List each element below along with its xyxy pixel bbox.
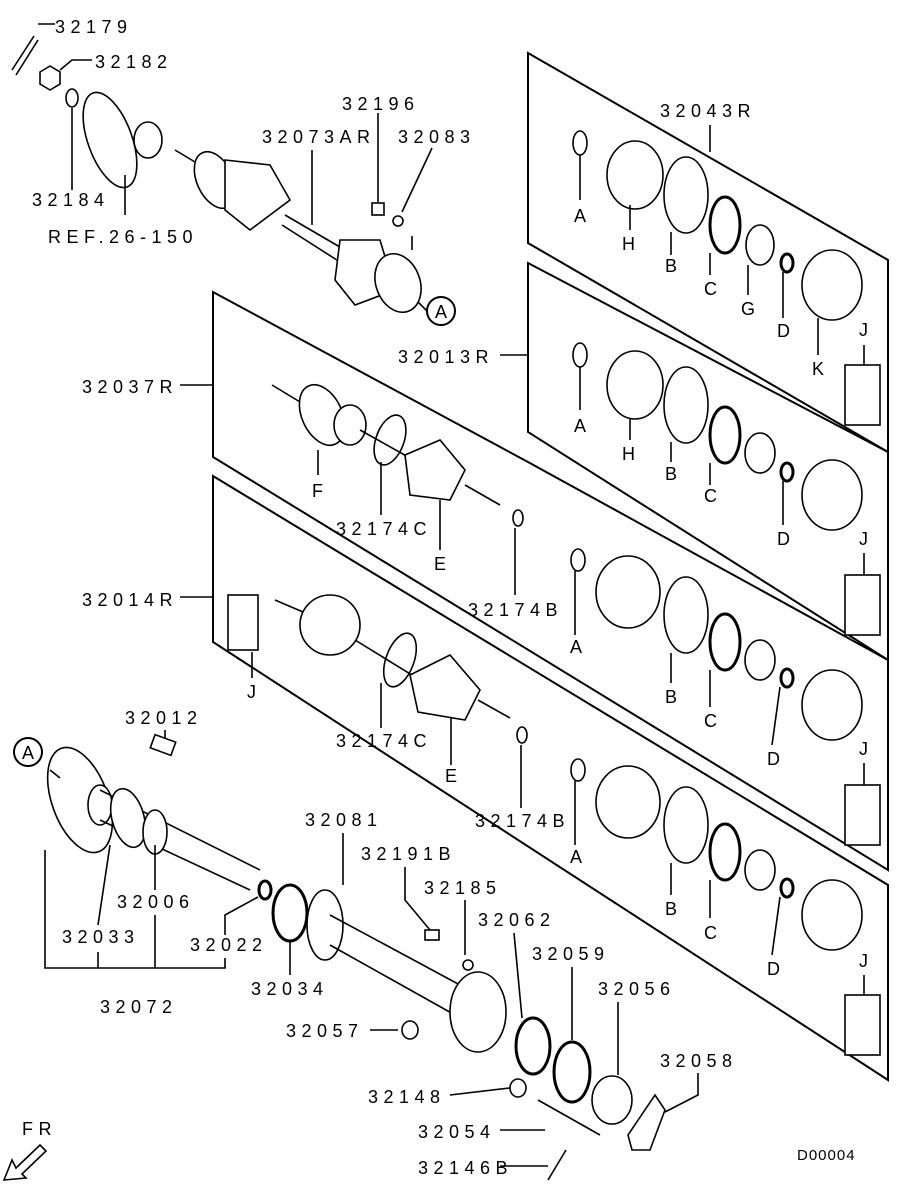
label-A: A [574,416,586,436]
label-circle-a: A [22,743,34,763]
label-G: G [741,299,755,319]
label-32058: 32058 [660,1051,738,1071]
label-B: B [665,899,677,919]
label-E: E [434,554,446,574]
label-32062: 32062 [478,910,556,930]
drive-shaft-32073AR [11,35,422,313]
label-32014R: 32014R [82,590,178,610]
label-32191B: 32191B [361,844,456,864]
label-C: C [704,923,717,943]
label-32072: 32072 [100,997,178,1017]
label-D: D [777,321,790,341]
label-circle-a: A [435,302,447,322]
label-32037R: 32037R [82,377,178,397]
label-A: A [570,847,582,867]
label-32174C: 32174C [336,519,432,539]
reference-circle-a-top [426,296,456,326]
leader-lines [38,23,865,1167]
label-32196: 32196 [342,94,420,114]
label-fr: FR [22,1119,57,1139]
label-C: C [704,279,717,299]
label-32174B: 32174B [475,811,570,831]
label-32081: 32081 [305,810,383,830]
label-32057: 32057 [286,1021,364,1041]
label-32022: 32022 [190,935,268,955]
label-C: C [704,486,717,506]
label-32054: 32054 [418,1122,496,1142]
label-A: A [574,206,586,226]
reference-circle-a-bottom [13,737,43,767]
label-32033: 32033 [62,927,140,947]
label-J: J [247,682,256,702]
label-32059: 32059 [532,944,610,964]
label-32006: 32006 [117,892,195,912]
label-32174C: 32174C [336,731,432,751]
panel-32014R [212,474,889,1082]
label-J: J [859,529,868,549]
label-32182: 32182 [95,52,173,72]
label-32012: 32012 [125,708,203,728]
intermediate-shaft-32072 [46,733,666,1181]
label-32013R: 32013R [398,347,494,367]
label-32148: 32148 [368,1087,446,1107]
label-J: J [859,951,868,971]
label-32185: 32185 [424,878,502,898]
label-K: K [812,359,824,379]
label-32179: 32179 [55,17,133,37]
label-ref-26-150: REF.26-150 [48,227,198,247]
label-J: J [859,320,868,340]
drive-shaft-32037R [271,383,524,527]
label-32083: 32083 [398,127,476,147]
label-32184: 32184 [32,190,110,210]
kit-parts [570,130,881,1056]
panel-32037R [212,290,889,872]
label-32043R: 32043R [660,101,756,121]
label-32146B: 32146B [418,1158,513,1178]
label-A: A [570,637,582,657]
label-J: J [859,739,868,759]
label-D: D [777,529,790,549]
label-F: F [312,481,323,501]
label-32073AR: 32073AR [262,127,376,147]
label-B: B [665,687,677,707]
label-32056: 32056 [598,979,676,999]
label-B: B [665,464,677,484]
front-direction-arrow-icon [2,1143,48,1181]
label-32174B: 32174B [468,600,563,620]
label-D: D [767,749,780,769]
label-H: H [622,444,635,464]
label-C: C [704,711,717,731]
drive-shaft-32014R [227,594,528,744]
diagram-id: D00004 [797,1147,856,1164]
label-E: E [445,766,457,786]
label-D: D [767,959,780,979]
label-B: B [665,256,677,276]
label-32034: 32034 [251,979,329,999]
label-H: H [622,234,635,254]
